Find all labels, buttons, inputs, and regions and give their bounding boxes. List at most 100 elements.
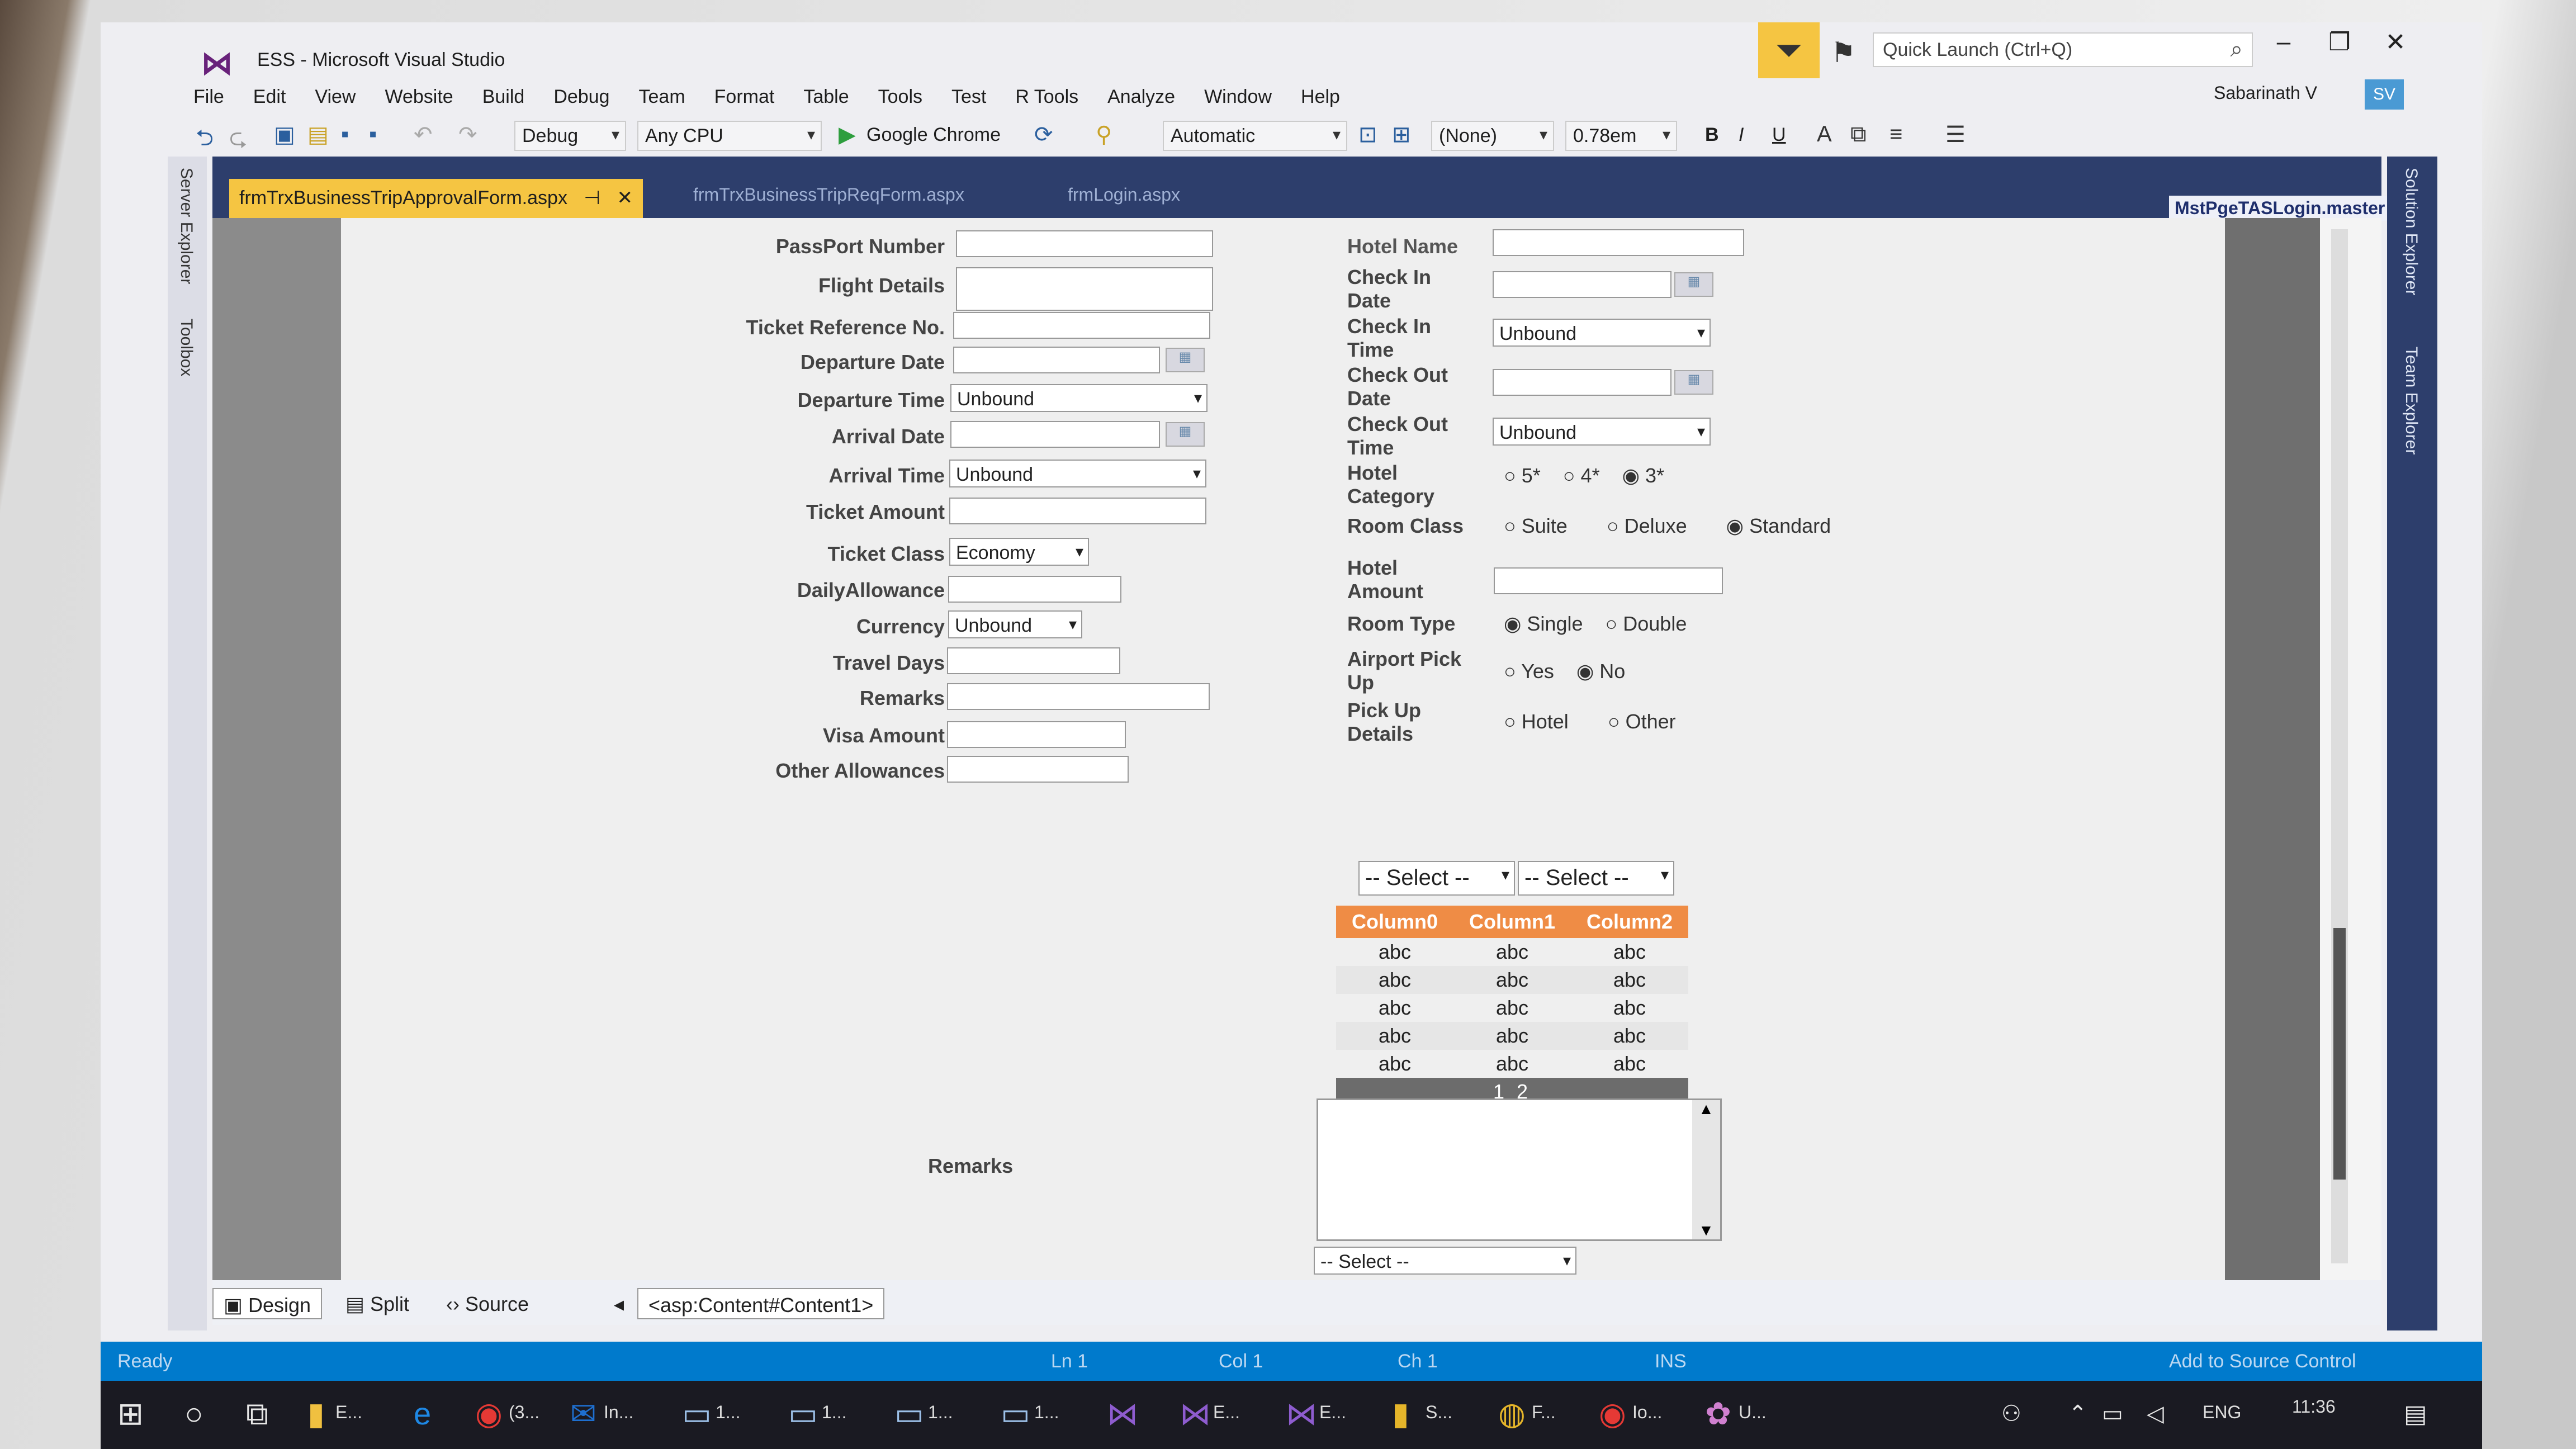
taskbar-label[interactable]: Io... [1632,1402,1663,1422]
paint-icon[interactable]: ✿ [1705,1396,1731,1431]
ticket-class-select[interactable]: Economy▾ [949,538,1089,566]
clock[interactable]: 11:36 [2292,1396,2336,1417]
menu-website[interactable]: Website [385,86,453,107]
scrollbar-thumb[interactable] [2333,928,2346,1180]
server-explorer-tab[interactable]: Server Explorer [177,168,196,285]
outlook-icon[interactable]: ✉ [570,1396,596,1431]
radio-hotel[interactable]: ○ Hotel [1504,710,1569,733]
taskbar-label[interactable]: 1... [822,1402,847,1422]
underline-button[interactable]: U [1772,124,1786,145]
refresh-icon[interactable]: ⟳ [1034,122,1053,147]
menu-analyze[interactable]: Analyze [1107,86,1176,107]
quick-launch-input[interactable]: Quick Launch (Ctrl+Q) ⌕ [1873,32,2253,67]
font-size-select[interactable]: 0.78em▾ [1565,121,1677,151]
departure-date-input[interactable] [953,347,1160,373]
add-to-source-control[interactable]: Add to Source Control [2169,1351,2356,1372]
menu-debug[interactable]: Debug [553,86,610,107]
visual-studio-icon[interactable]: ⋈ [1286,1396,1317,1431]
ticket-reference-input[interactable] [953,312,1210,339]
feedback-icon[interactable]: ⚑ [1831,37,1856,68]
arrival-date-input[interactable] [950,421,1160,448]
taskbar-label[interactable]: E... [1213,1402,1240,1422]
visa-amount-input[interactable] [947,721,1126,748]
taskbar-label[interactable]: S... [1426,1402,1453,1422]
radio-4-star[interactable]: ○ 4* [1562,464,1600,487]
remote-desktop-icon[interactable]: ▭ [894,1396,924,1431]
new-style-icon[interactable]: ⊡ [1358,122,1377,147]
calendar-icon[interactable]: ▦ [1674,272,1713,297]
chrome-icon[interactable]: ◉ [1599,1396,1626,1431]
new-project-icon[interactable]: ▣ [274,122,295,147]
passport-input[interactable] [956,230,1213,257]
arrival-time-select[interactable]: Unbound▾ [949,460,1206,487]
menu-help[interactable]: Help [1301,86,1340,107]
vertical-scrollbar[interactable] [2331,229,2348,1263]
scroll-up-icon[interactable]: ▲ [1698,1100,1714,1117]
attach-stylesheet-icon[interactable]: ⊞ [1392,122,1411,147]
task-view-icon[interactable]: ⧉ [246,1396,268,1431]
highlight-icon[interactable]: ⧉ [1850,122,1867,146]
taskbar-label[interactable]: F... [1532,1402,1556,1422]
menu-tools[interactable]: Tools [878,86,922,107]
menu-window[interactable]: Window [1204,86,1272,107]
menu-format[interactable]: Format [714,86,775,107]
navigate-back-icon[interactable]: ⮌ [196,126,214,150]
radio-yes[interactable]: ○ Yes [1504,660,1554,683]
menu-test[interactable]: Test [951,86,987,107]
filter-select-2[interactable]: -- Select --▾ [1518,861,1674,896]
taskbar-label[interactable]: U... [1739,1402,1767,1422]
menu-edit[interactable]: Edit [253,86,286,107]
platform-select[interactable]: Any CPU▾ [637,121,822,151]
visual-studio-icon[interactable]: ⋈ [1107,1396,1138,1431]
close-tab-icon[interactable]: ✕ [617,187,633,209]
save-all-icon[interactable]: ▪ [369,122,377,146]
daily-allowance-input[interactable] [948,576,1121,603]
source-tab[interactable]: ‹› Source [446,1292,529,1315]
other-allowances-input[interactable] [947,756,1129,783]
menu-file[interactable]: File [193,86,224,107]
tab-login[interactable]: frmLogin.aspx [1068,184,1180,205]
redo-icon[interactable]: ↷ [458,122,477,147]
calendar-icon[interactable]: ▦ [1674,370,1713,395]
textarea-scrollbar[interactable]: ▲ ▼ [1692,1100,1720,1239]
run-icon[interactable]: ▶ [839,122,856,147]
notification-filter-icon[interactable]: ⏷ [1758,22,1820,78]
master-page-link[interactable]: MstPgeTASLogin.master [2169,196,2391,221]
radio-other[interactable]: ○ Other [1607,710,1676,733]
grid-header-cell[interactable]: Column0 [1336,906,1453,938]
restore-button[interactable]: ❐ [2328,29,2351,56]
taskbar-label[interactable]: 1... [716,1402,741,1422]
radio-5-star[interactable]: ○ 5* [1504,464,1541,487]
check-out-date-input[interactable] [1493,369,1671,396]
remarks-input[interactable] [947,683,1210,710]
taskbar-label[interactable]: (3... [509,1402,540,1422]
menu-team[interactable]: Team [638,86,685,107]
target-rule-select[interactable]: (None)▾ [1431,121,1554,151]
radio-single[interactable]: ◉ Single [1504,612,1583,635]
edge-icon[interactable]: e [414,1396,432,1431]
network-icon[interactable]: ▭ [2102,1401,2123,1426]
bottom-select[interactable]: -- Select --▾ [1314,1247,1576,1275]
account-avatar[interactable]: SV [2365,79,2404,110]
radio-double[interactable]: ○ Double [1605,612,1687,635]
style-application-select[interactable]: Automatic▾ [1163,121,1347,151]
remote-desktop-icon[interactable]: ▭ [1001,1396,1030,1431]
check-in-date-input[interactable] [1493,271,1671,298]
minimize-button[interactable]: – [2276,28,2291,55]
toolbox-tab[interactable]: Toolbox [177,319,196,377]
calendar-icon[interactable]: ▦ [1166,348,1205,372]
chrome-icon[interactable]: ◉ [475,1396,503,1431]
menu-build[interactable]: Build [482,86,525,107]
language-indicator[interactable]: ENG [2203,1402,2242,1422]
menu-view[interactable]: View [315,86,356,107]
grid-header-cell[interactable]: Column1 [1453,906,1571,938]
windows-start-icon[interactable]: ⊞ [117,1396,144,1431]
radio-standard[interactable]: ◉ Standard [1726,514,1831,537]
tab-approval-form[interactable]: frmTrxBusinessTripApprovalForm.aspx ⊣ ✕ [229,179,643,218]
flight-details-input[interactable] [956,267,1213,311]
people-icon[interactable]: ⚇ [2001,1401,2021,1426]
radio-suite[interactable]: ○ Suite [1504,514,1568,537]
align-icon[interactable]: ≡ [1890,122,1903,146]
account-name[interactable]: Sabarinath V [2214,83,2318,103]
radio-3-star[interactable]: ◉ 3* [1622,464,1665,487]
